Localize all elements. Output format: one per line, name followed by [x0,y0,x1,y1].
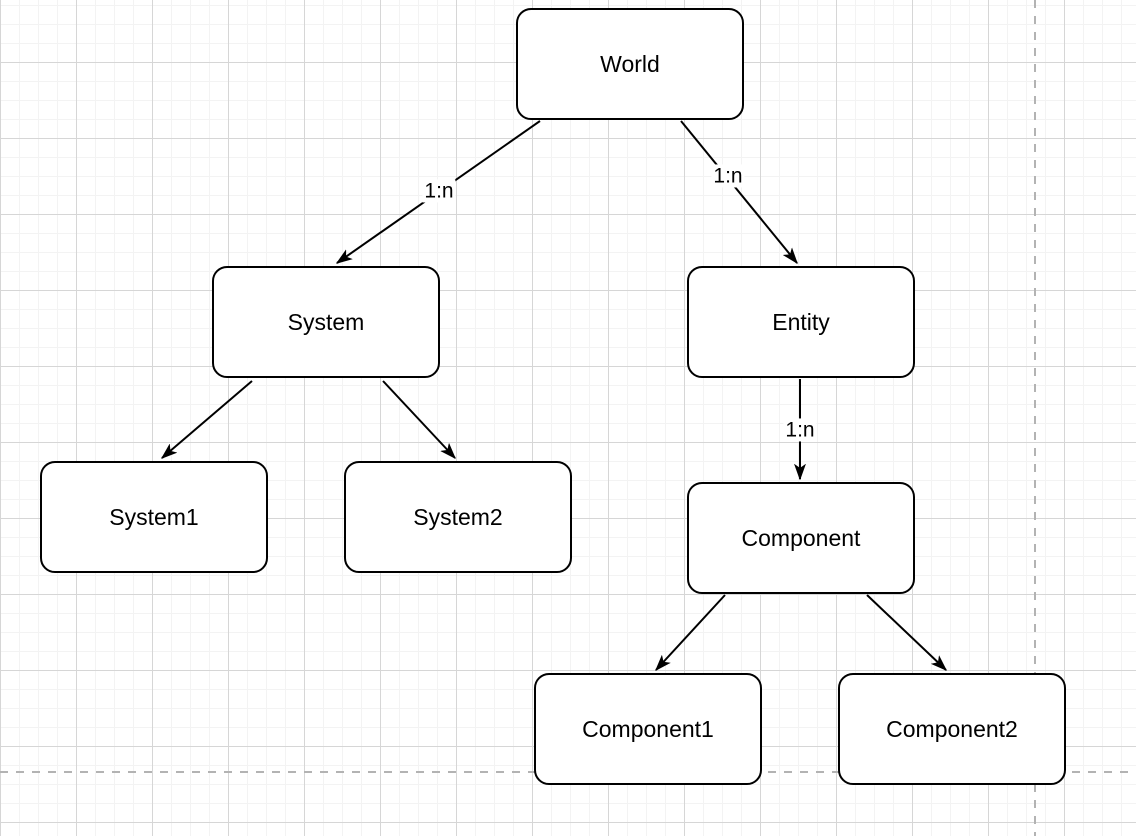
node-world[interactable]: World [516,8,744,120]
edge-system-system1[interactable] [162,380,253,458]
node-system1[interactable]: System1 [40,461,268,573]
node-world-label: World [600,50,660,77]
node-system-label: System [287,308,365,335]
node-system1-label: System1 [109,503,199,530]
edge-label-world-system[interactable]: 1:n [422,179,456,203]
node-entity-label: Entity [772,308,830,335]
node-component2-label: Component2 [886,715,1018,742]
node-system2-label: System2 [413,503,503,530]
node-component1[interactable]: Component1 [534,673,762,785]
edge-label-world-entity[interactable]: 1:n [711,164,745,188]
node-component-label: Component [741,524,861,551]
node-component[interactable]: Component [687,482,915,594]
node-system[interactable]: System [212,266,440,378]
edge-component-component1[interactable] [656,594,726,670]
node-component1-label: Component1 [582,715,714,742]
node-entity[interactable]: Entity [687,266,915,378]
edge-label-entity-component[interactable]: 1:n [783,418,817,442]
edge-system-system2[interactable] [382,380,455,458]
edge-world-entity[interactable] [680,120,797,263]
node-system2[interactable]: System2 [344,461,572,573]
edge-component-component2[interactable] [866,594,946,670]
node-component2[interactable]: Component2 [838,673,1066,785]
